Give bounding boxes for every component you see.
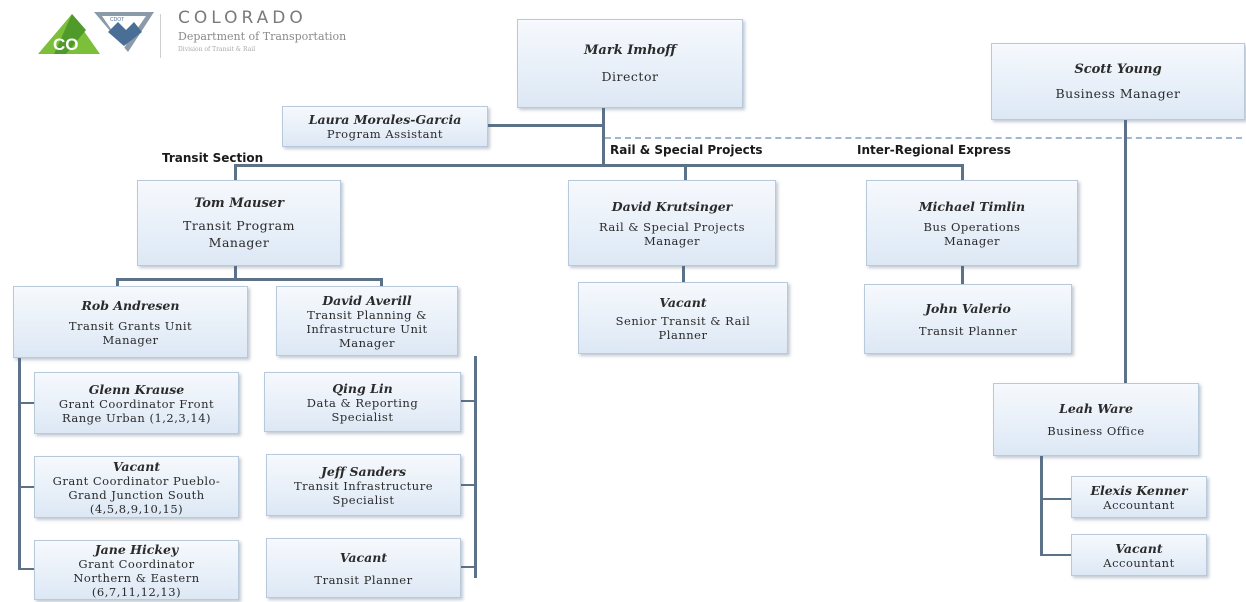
connector-line <box>682 266 685 282</box>
data-specialist-title: Data & Reporting Specialist <box>306 395 419 424</box>
connector-line <box>18 358 21 570</box>
connector-line <box>461 400 475 402</box>
grant-coordinator-box: Jane Hickey Grant Coordinator Northern &… <box>34 540 239 600</box>
connector-line <box>1124 120 1127 383</box>
rail-manager-name: David Krutsinger <box>611 198 733 214</box>
logo-badge-text: CDOT <box>110 17 124 23</box>
grant-coordinator-title: Grant Coordinator Front Range Urban (1,2… <box>58 396 215 425</box>
director-name: Mark Imhoff <box>584 42 676 58</box>
director-title: Director <box>601 68 659 84</box>
connector-line <box>602 108 605 165</box>
accountant-box: Vacant Accountant <box>1071 534 1207 576</box>
grants-manager-box: Rob Andresen Transit Grants Unit Manager <box>13 286 248 358</box>
connector-line <box>1040 498 1071 500</box>
business-office-title: Business Office <box>1047 424 1145 438</box>
accountant-name: Elexis Kenner <box>1090 482 1188 498</box>
connector-line <box>380 278 383 286</box>
transit-planner-name: Vacant <box>339 549 388 565</box>
transit-manager-box: Tom Mauser Transit Program Manager <box>137 180 341 266</box>
grants-manager-title: Transit Grants Unit Manager <box>68 318 193 347</box>
connector-line <box>18 568 34 570</box>
logo-divider <box>160 14 161 58</box>
connector-line <box>18 402 34 404</box>
connector-line <box>474 356 477 578</box>
department-name: Department of Transportation <box>178 30 347 43</box>
section-label-transit: Transit Section <box>162 151 264 165</box>
mountain-logo-icon: CO CDOT <box>38 12 154 54</box>
connector-line <box>234 164 237 180</box>
program-assistant-box: Laura Morales-Garcia Program Assistant <box>282 106 488 147</box>
business-manager-name: Scott Young <box>1074 61 1162 77</box>
brand-name: COLORADO <box>178 8 307 28</box>
logo-text: CO <box>53 35 79 54</box>
connector-line <box>461 484 475 486</box>
grant-coordinator-name: Vacant <box>112 458 161 474</box>
connector-line <box>116 278 119 286</box>
infrastructure-specialist-box: Jeff Sanders Transit Infrastructure Spec… <box>266 454 461 516</box>
transit-manager-name: Tom Mauser <box>194 195 284 211</box>
connector-line <box>116 278 382 281</box>
connector-line <box>684 164 687 180</box>
data-specialist-box: Qing Lin Data & Reporting Specialist <box>264 372 461 432</box>
accountant-box: Elexis Kenner Accountant <box>1071 476 1207 518</box>
division-name: Division of Transit & Rail <box>178 46 256 53</box>
connector-line <box>961 164 964 180</box>
connector-line <box>18 486 34 488</box>
rail-manager-box: David Krutsinger Rail & Special Projects… <box>568 180 776 266</box>
planning-manager-title: Transit Planning & Infrastructure Unit M… <box>306 307 428 350</box>
rail-manager-title: Rail & Special Projects Manager <box>598 219 746 248</box>
grant-coordinator-title: Grant Coordinator Pueblo-Grand Junction … <box>52 473 221 516</box>
connector-line <box>1040 456 1043 556</box>
infrastructure-specialist-title: Transit Infrastructure Specialist <box>293 478 434 507</box>
grant-coordinator-name: Jane Hickey <box>94 541 179 557</box>
grants-manager-name: Rob Andresen <box>81 297 180 313</box>
business-manager-title: Business Manager <box>1055 85 1181 101</box>
accountant-title: Accountant <box>1103 497 1175 512</box>
connector-line <box>234 164 964 167</box>
business-office-name: Leah Ware <box>1059 401 1133 416</box>
grant-coordinator-box: Glenn Krause Grant Coordinator Front Ran… <box>34 372 239 434</box>
rail-planner-name: Vacant <box>659 294 707 310</box>
accountant-name: Vacant <box>1115 540 1163 556</box>
data-specialist-name: Qing Lin <box>332 380 393 396</box>
planning-manager-box: David Averill Transit Planning & Infrast… <box>276 286 458 356</box>
section-label-rail: Rail & Special Projects <box>610 143 763 157</box>
transit-manager-title: Transit Program Manager <box>183 217 295 250</box>
business-manager-box: Scott Young Business Manager <box>991 43 1245 120</box>
cdot-logo: CO CDOT <box>38 10 438 60</box>
connector-line <box>488 124 604 127</box>
grant-coordinator-title: Grant Coordinator Northern & Eastern (6,… <box>73 556 200 599</box>
planning-manager-name: David Averill <box>322 292 412 308</box>
director-box: Mark Imhoff Director <box>517 19 743 108</box>
bus-planner-title: Transit Planner <box>918 323 1018 338</box>
bus-manager-name: Michael Timlin <box>918 198 1026 214</box>
connector-line <box>461 566 475 568</box>
business-office-box: Leah Ware Business Office <box>993 383 1199 456</box>
bus-planner-name: John Valerio <box>925 300 1011 316</box>
accountant-title: Accountant <box>1103 555 1175 570</box>
connector-line <box>234 266 237 280</box>
infrastructure-specialist-name: Jeff Sanders <box>320 463 407 479</box>
transit-planner-box: Vacant Transit Planner <box>266 538 461 598</box>
rail-planner-title: Senior Transit & Rail Planner <box>615 313 751 342</box>
connector-line <box>1040 554 1071 556</box>
bus-manager-title: Bus Operations Manager <box>923 219 1021 248</box>
grant-coordinator-name: Glenn Krause <box>88 381 185 397</box>
section-label-express: Inter-Regional Express <box>857 143 1011 157</box>
program-assistant-title: Program Assistant <box>326 127 444 141</box>
grant-coordinator-box: Vacant Grant Coordinator Pueblo-Grand Ju… <box>34 456 239 518</box>
rail-planner-box: Vacant Senior Transit & Rail Planner <box>578 282 788 354</box>
bus-manager-box: Michael Timlin Bus Operations Manager <box>866 180 1078 266</box>
dashed-connector <box>605 137 1242 139</box>
bus-planner-box: John Valerio Transit Planner <box>864 284 1072 354</box>
program-assistant-name: Laura Morales-Garcia <box>308 112 462 127</box>
transit-planner-title: Transit Planner <box>314 572 413 587</box>
connector-line <box>961 266 964 284</box>
